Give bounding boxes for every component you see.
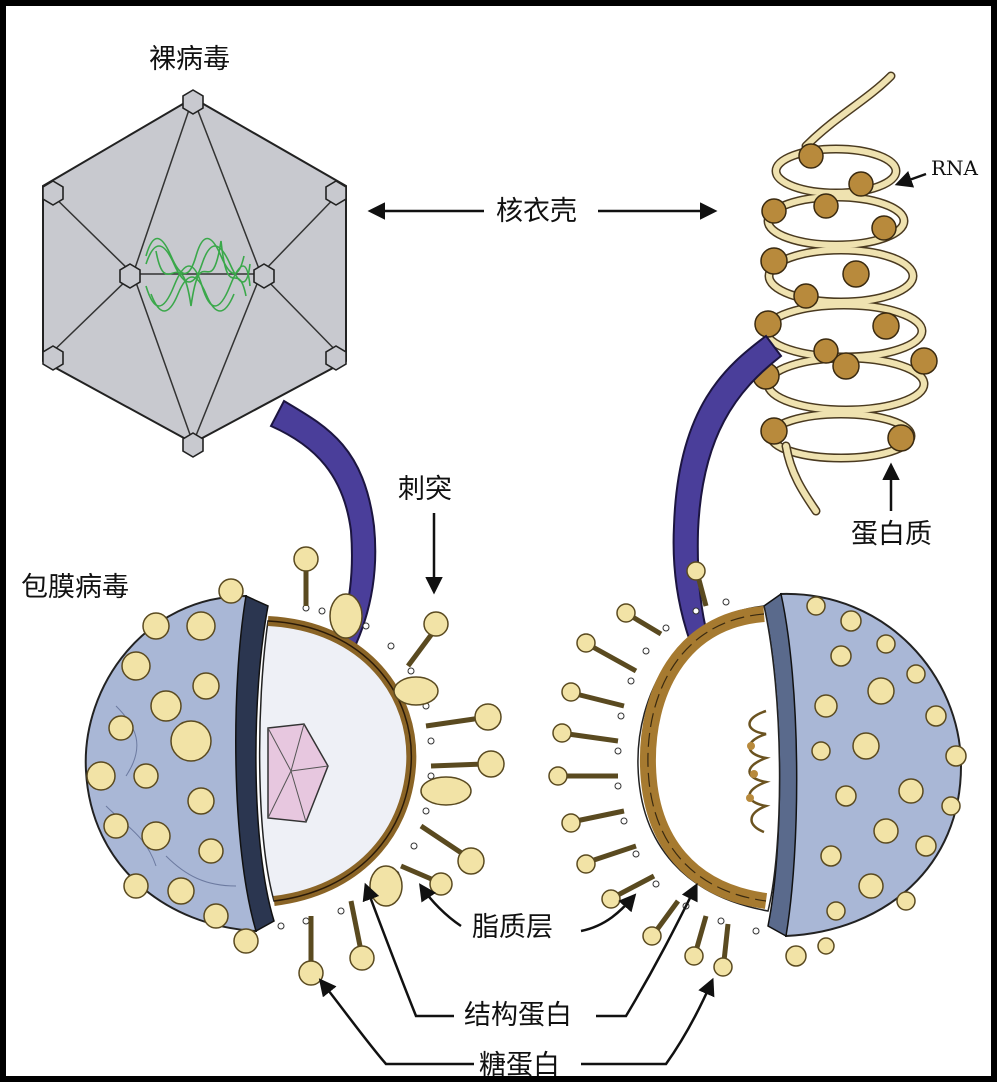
label-enveloped-virus: 包膜病毒	[21, 572, 129, 603]
lipid-bilayer-right	[614, 598, 760, 935]
label-spike: 刺突	[398, 474, 452, 505]
capsomere-beads	[752, 143, 938, 452]
label-protein: 蛋白质	[851, 519, 932, 550]
label-structural-protein: 结构蛋白	[464, 1000, 572, 1031]
virus-structure-diagram	[42, 71, 967, 1066]
inner-helix	[748, 709, 771, 834]
label-nucleocapsid: 核衣壳	[496, 196, 577, 227]
label-naked-virus: 裸病毒	[149, 44, 230, 75]
left-enveloped-virus	[84, 546, 505, 986]
inner-capsid	[267, 723, 329, 823]
label-lipid-layer: 脂质层	[472, 912, 553, 943]
naked-virus-capsid	[42, 89, 347, 458]
right-enveloped-virus	[548, 561, 967, 977]
spikes-right	[548, 561, 967, 977]
helical-nucleocapsid	[752, 71, 938, 516]
nucleic-acid	[145, 237, 251, 312]
label-rna: RNA	[931, 156, 979, 180]
pointer-arrows	[318, 171, 927, 1066]
spikes-left	[86, 546, 505, 986]
label-glycoprotein: 糖蛋白	[479, 1050, 560, 1081]
